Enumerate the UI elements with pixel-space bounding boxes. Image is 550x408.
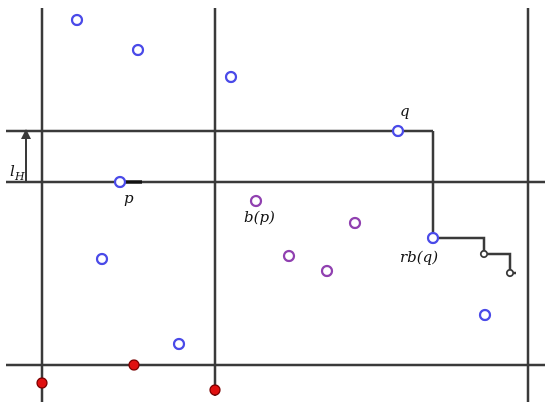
blue-point-q <box>391 124 405 138</box>
purple-point-bp <box>249 194 263 208</box>
blue-point-rbq <box>426 231 440 245</box>
label-bp: b(p) <box>244 208 275 226</box>
red-point <box>36 377 48 389</box>
label-q: q <box>400 102 410 120</box>
purple-point <box>320 264 334 278</box>
red-point <box>209 384 221 396</box>
purple-point <box>282 249 296 263</box>
red-point <box>128 359 140 371</box>
label-p: p <box>124 189 134 207</box>
blue-point <box>70 13 84 27</box>
staircase-path <box>431 131 516 275</box>
blue-point <box>478 308 492 322</box>
blue-point <box>224 70 238 84</box>
blue-point <box>172 337 186 351</box>
label-lh-subscript: H <box>14 170 25 183</box>
staircase-corner-point <box>505 268 515 278</box>
blue-point <box>131 43 145 57</box>
purple-point <box>348 216 362 230</box>
label-rbq: rb(q) <box>400 248 438 266</box>
label-lh: l <box>10 162 15 180</box>
blue-point <box>95 252 109 266</box>
blue-point-p <box>113 175 127 189</box>
staircase-corner-point <box>479 249 489 259</box>
